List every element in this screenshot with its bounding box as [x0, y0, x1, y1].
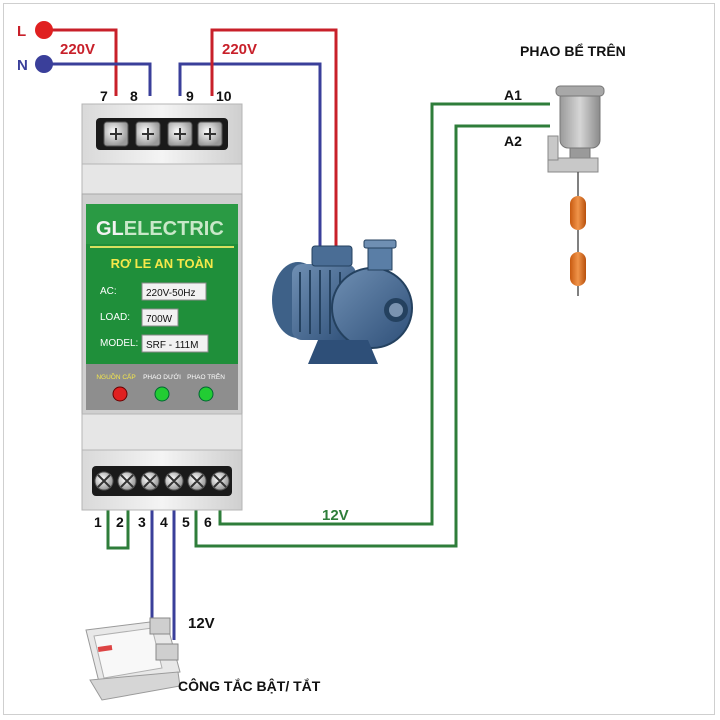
- indicator-label-upper-float: PHAO TRÊN: [187, 372, 225, 381]
- n-terminal-dot: [35, 55, 53, 73]
- terminal-4: 4: [160, 514, 168, 530]
- switch-label: CÔNG TẮC BẬT/ TẮT: [178, 677, 321, 694]
- bottom-terminal-numbers: 1 2 3 4 5 6: [94, 514, 212, 530]
- wire-5-to-a2: [194, 124, 550, 548]
- relay-title: RƠ LE AN TOÀN: [111, 256, 214, 271]
- led-red: [112, 386, 128, 402]
- row-value-model: SRF - 111M: [146, 340, 198, 351]
- label-l: L: [17, 23, 26, 40]
- top-terminal-block: [96, 118, 228, 150]
- label-220v-right: 220V: [222, 41, 257, 58]
- row-value-ac: 220V-50Hz: [146, 288, 195, 299]
- indicator-label-lower-float: PHAO DƯỚI: [143, 372, 181, 381]
- terminal-3: 3: [138, 514, 146, 530]
- terminal-10: 10: [216, 88, 232, 104]
- bottom-screws: [94, 471, 230, 491]
- float-title: PHAO BỂ TRÊN: [520, 42, 626, 59]
- safety-relay: GLELECTRIC RƠ LE AN TOÀN AC: 220V-50Hz L…: [81, 103, 243, 511]
- terminal-5: 5: [182, 514, 190, 530]
- wire-n-to-8: [44, 62, 152, 96]
- terminal-7: 7: [100, 88, 108, 104]
- label-220v-left: 220V: [60, 41, 95, 58]
- label-12v-float: 12V: [322, 507, 349, 524]
- terminal-2: 2: [116, 514, 124, 530]
- float-switch-icon: [547, 85, 605, 296]
- wire-l-to-7: [44, 28, 118, 96]
- row-label-model: MODEL:: [100, 338, 138, 349]
- terminal-6: 6: [204, 514, 212, 530]
- brand-text: GLELECTRIC: [96, 218, 224, 240]
- led-green-upper: [198, 386, 214, 402]
- top-terminal-numbers: 7 8 9 10: [100, 88, 232, 104]
- label-a2: A2: [504, 133, 522, 149]
- wires: [44, 28, 550, 640]
- wire-6-to-a1: [218, 102, 550, 526]
- indicator-label-power: NGUỒN CẤP: [96, 371, 135, 381]
- water-pump-icon: [272, 239, 413, 364]
- row-value-load: 700W: [146, 314, 173, 325]
- row-label-ac: AC:: [100, 286, 117, 297]
- label-n: N: [17, 57, 28, 74]
- wire-10-to-pump: [210, 28, 338, 250]
- terminal-8: 8: [130, 88, 138, 104]
- top-screws: [103, 121, 223, 147]
- diagram-frame: [3, 3, 715, 715]
- terminal-9: 9: [186, 88, 194, 104]
- wall-switch-icon: [85, 617, 181, 701]
- label-12v-switch: 12V: [188, 615, 215, 632]
- wire-9-to-pump: [178, 62, 322, 250]
- l-terminal-dot: [35, 21, 53, 39]
- terminal-1: 1: [94, 514, 102, 530]
- led-green-lower: [154, 386, 170, 402]
- wire-bridge-1-2: [106, 508, 130, 550]
- label-a1: A1: [504, 87, 522, 103]
- row-label-load: LOAD:: [100, 312, 130, 323]
